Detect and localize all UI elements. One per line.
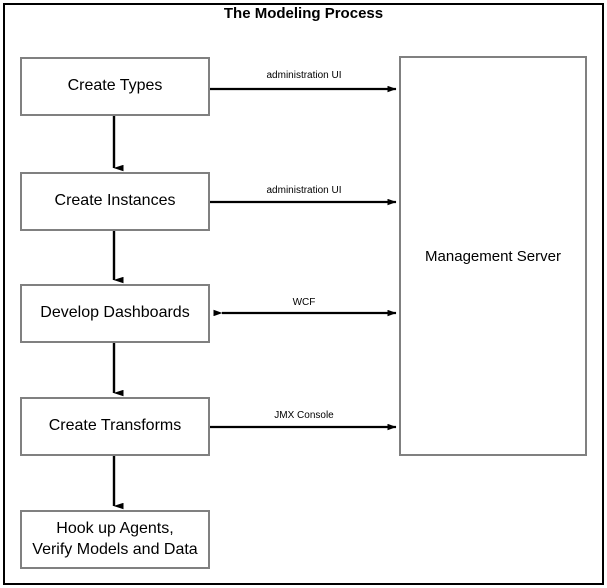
process-box-create-transforms[interactable]: Create Transforms [20,397,210,456]
edge-label-jmx-console: JMX Console [274,410,334,421]
process-box-hook-up-agents[interactable]: Hook up Agents, Verify Models and Data [20,510,210,569]
page-title: The Modeling Process [223,5,384,22]
edge-label-administration-ui-instances: administration UI [266,185,342,196]
edge-label-administration-ui-types: administration UI [266,70,342,81]
process-box-management-server[interactable]: Management Server [399,56,587,456]
process-box-create-types[interactable]: Create Types [20,57,210,116]
process-box-develop-dashboards[interactable]: Develop Dashboards [20,284,210,343]
process-box-create-instances[interactable]: Create Instances [20,172,210,231]
edge-label-wcf: WCF [292,297,316,308]
